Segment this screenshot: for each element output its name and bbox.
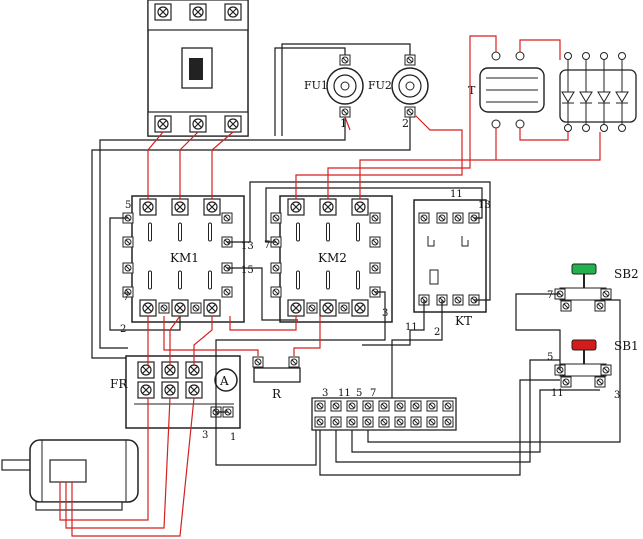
terminal-screw	[330, 400, 342, 412]
fuse-icon	[391, 54, 429, 118]
km1-terminal-7: 7	[123, 292, 129, 303]
sb1-terminal-5: 5	[547, 352, 553, 363]
sb2-label: SB2	[614, 267, 639, 281]
kt-terminal-11-top: 11	[450, 189, 463, 200]
strip-terminal-5: 5	[356, 388, 362, 399]
terminal-screw	[378, 416, 390, 428]
sb1-terminal-11: 11	[551, 388, 564, 399]
motor-icon	[1, 439, 139, 511]
terminal-strip	[311, 397, 457, 431]
km2-terminal-7: 7	[264, 240, 270, 251]
terminal-screw	[346, 400, 358, 412]
fuse-icon	[326, 54, 364, 118]
terminal-screw	[330, 416, 342, 428]
sb1-label: SB1	[614, 339, 639, 353]
kt-terminal-2: 2	[434, 327, 440, 338]
fr-terminal-1: 1	[230, 432, 236, 443]
terminal-screw	[394, 416, 406, 428]
terminal-screw	[346, 416, 358, 428]
sb1-terminal-3: 3	[614, 390, 620, 401]
transformer-icon	[479, 51, 545, 129]
terminal-screw	[362, 416, 374, 428]
bridge-rectifier-icon	[559, 52, 637, 132]
fr-terminal-3: 3	[202, 430, 208, 441]
km1-terminal-15: 15	[241, 265, 254, 276]
red-button-cap[interactable]	[571, 339, 597, 351]
thermal-relay-fr	[125, 355, 241, 429]
strip-terminal-3: 3	[322, 388, 328, 399]
time-relay-kt	[413, 199, 487, 313]
terminal-screw	[362, 400, 374, 412]
terminal-screw	[410, 400, 422, 412]
kt-terminal-13: 13	[478, 200, 491, 211]
terminal-screw	[394, 400, 406, 412]
kt-label: KT	[455, 314, 472, 328]
black-wires	[91, 43, 621, 476]
terminal-screw	[410, 416, 422, 428]
transformer-label: T	[468, 84, 476, 97]
fr-label: FR	[110, 377, 128, 391]
terminal-screw	[442, 416, 454, 428]
terminal-screw	[378, 400, 390, 412]
resistor-r	[252, 356, 301, 383]
kt-terminal-11-bottom: 11	[405, 322, 418, 333]
circuit-breaker-icon	[147, 0, 249, 137]
red-wires	[59, 35, 601, 537]
ammeter-label: A	[219, 374, 229, 388]
km1-label: KM1	[170, 251, 199, 265]
fu2-label: FU2	[368, 79, 392, 92]
km1-terminal-5: 5	[125, 200, 131, 211]
fu2-terminal-label: 2	[402, 117, 409, 130]
terminal-screw	[426, 416, 438, 428]
strip-terminal-7: 7	[370, 388, 376, 399]
contactor-km2	[270, 195, 393, 323]
ammeter-icon	[214, 368, 238, 392]
green-button-cap[interactable]	[571, 263, 597, 275]
terminal-screw	[314, 416, 326, 428]
terminal-screw	[442, 400, 454, 412]
terminal-screw	[426, 400, 438, 412]
start-button-sb2[interactable]	[554, 263, 612, 312]
terminal-screw	[314, 400, 326, 412]
km2-label: KM2	[318, 251, 347, 265]
sb2-terminal-7: 7	[547, 290, 553, 301]
fu1-terminal-label: 1	[340, 117, 347, 130]
fu1-label: FU1	[304, 79, 328, 92]
stop-button-sb1[interactable]	[554, 339, 612, 388]
resistor-label: R	[272, 387, 282, 401]
strip-terminal-11: 11	[338, 388, 351, 399]
km1-terminal-13: 13	[241, 241, 254, 252]
contactor-km1	[122, 195, 245, 323]
